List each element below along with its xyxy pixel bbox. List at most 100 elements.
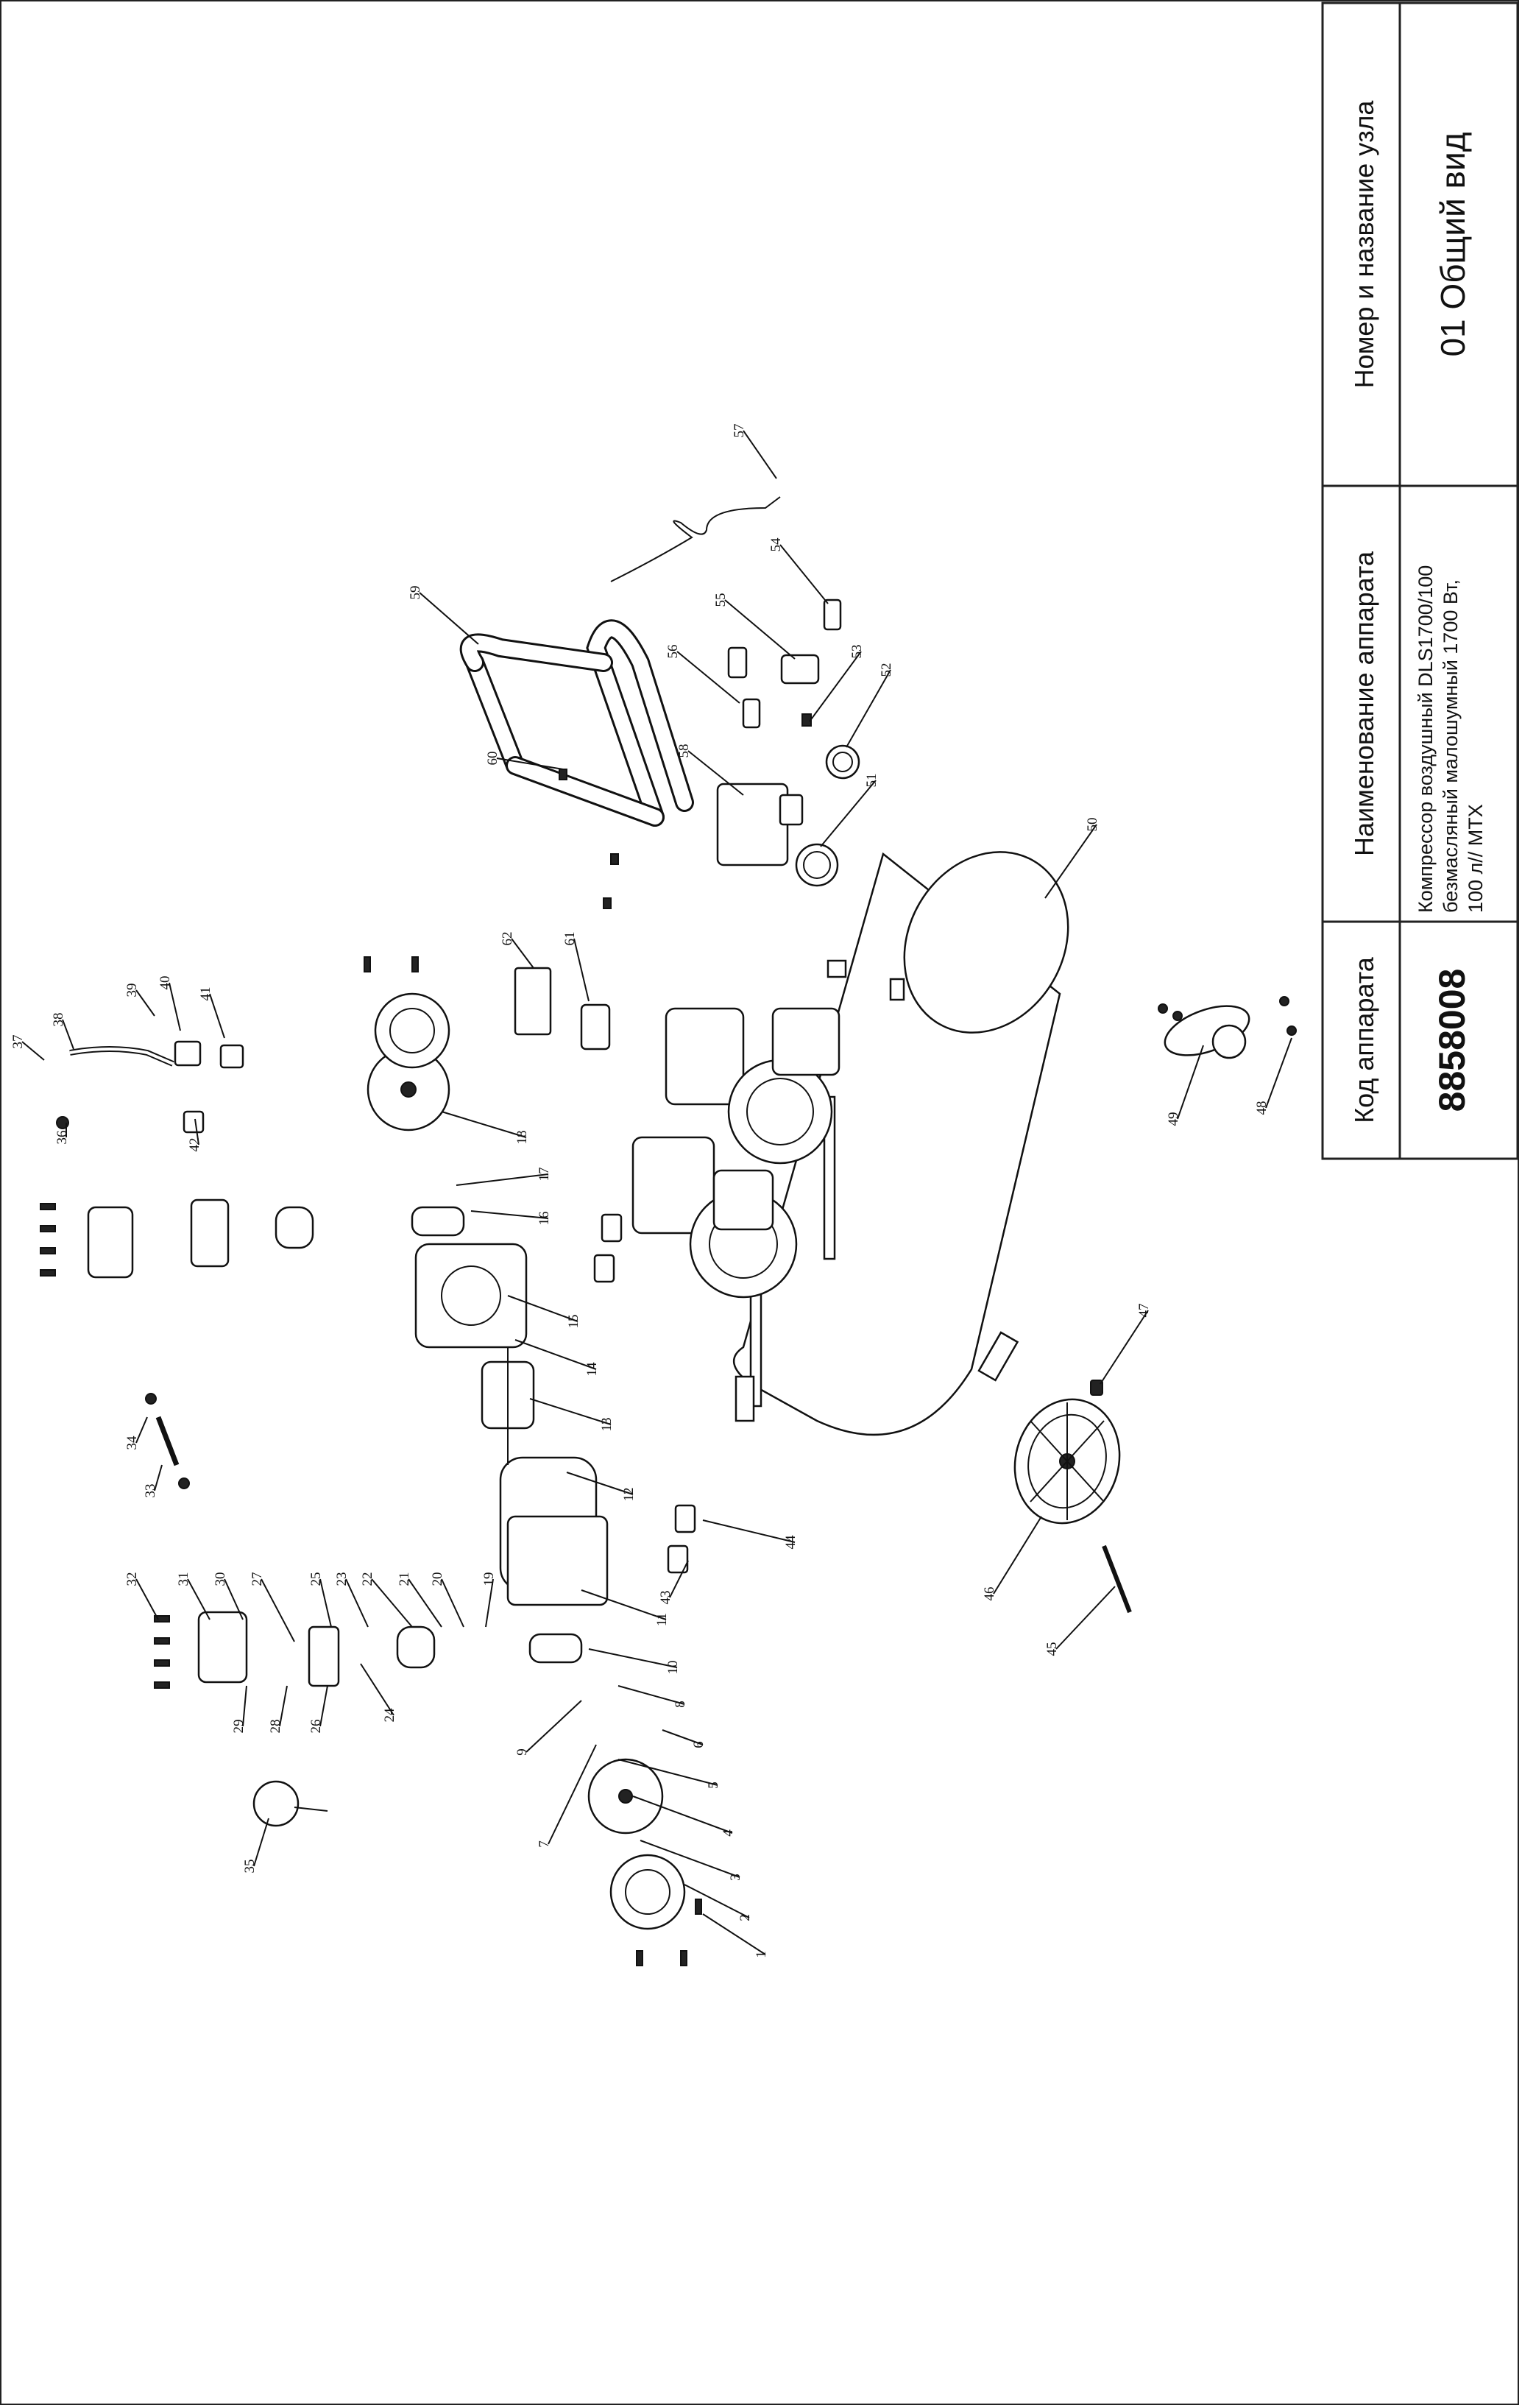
callout-52: 52 bbox=[846, 663, 894, 748]
callout-47: 47 bbox=[1100, 1304, 1152, 1385]
callout-40: 40 bbox=[157, 976, 181, 1031]
callout-1: 1 bbox=[702, 1913, 769, 1958]
callout-39: 39 bbox=[124, 984, 155, 1017]
callout-number: 43 bbox=[658, 1591, 673, 1605]
callout-44: 44 bbox=[702, 1519, 799, 1550]
callout-number: 24 bbox=[382, 1708, 397, 1723]
callout-leader bbox=[529, 1398, 612, 1425]
callout-leader bbox=[676, 651, 740, 704]
callout-3: 3 bbox=[640, 1840, 743, 1881]
callout-leader bbox=[187, 1578, 210, 1620]
callout-number: 33 bbox=[143, 1484, 158, 1498]
callout-number: 53 bbox=[849, 645, 865, 659]
callout-43: 43 bbox=[658, 1560, 689, 1605]
callout-number: 5 bbox=[706, 1782, 721, 1789]
callout-leader bbox=[194, 1118, 199, 1145]
callout-leader bbox=[456, 1173, 549, 1186]
callout-number: 16 bbox=[537, 1212, 552, 1226]
callout-number: 44 bbox=[783, 1535, 799, 1550]
title-block: Код аппарата 8858008 Наименование аппара… bbox=[1321, 1, 1519, 1160]
callout-33: 33 bbox=[143, 1464, 163, 1498]
unit-value: 01 Общий вид bbox=[1434, 132, 1472, 356]
fan-cover-right bbox=[609, 1854, 686, 1930]
callout-leader bbox=[809, 651, 862, 722]
callout-number: 40 bbox=[157, 976, 173, 990]
callout-18: 18 bbox=[441, 1111, 530, 1145]
callout-number: 54 bbox=[768, 537, 784, 552]
callout-46: 46 bbox=[982, 1516, 1042, 1601]
callout-14: 14 bbox=[514, 1339, 600, 1377]
callout-leader bbox=[21, 1041, 45, 1061]
callout-leader bbox=[743, 430, 777, 479]
callout-leader bbox=[135, 989, 155, 1017]
callout-number: 1 bbox=[754, 1951, 769, 1958]
callout-54: 54 bbox=[768, 537, 829, 604]
name-header: Наименование аппарата bbox=[1349, 551, 1379, 856]
callout-11: 11 bbox=[581, 1589, 670, 1626]
callout-leader bbox=[470, 1210, 549, 1219]
callout-leader bbox=[224, 1578, 244, 1620]
callout-59: 59 bbox=[408, 586, 479, 645]
callout-layer: 1234567891011121314151617181920212223242… bbox=[10, 424, 1292, 1958]
callout-number: 8 bbox=[673, 1701, 688, 1708]
callout-31: 31 bbox=[176, 1572, 210, 1620]
callout-number: 30 bbox=[213, 1572, 228, 1586]
valve-plates bbox=[190, 1198, 340, 1687]
callout-leader bbox=[441, 1578, 464, 1628]
callout-leader bbox=[1044, 824, 1097, 899]
callout-35: 35 bbox=[242, 1818, 269, 1874]
callout-number: 34 bbox=[124, 1436, 140, 1450]
callout-number: 11 bbox=[654, 1613, 670, 1626]
cylinders bbox=[275, 1206, 436, 1669]
callout-51: 51 bbox=[820, 774, 879, 847]
callout-34: 34 bbox=[124, 1416, 148, 1450]
callout-leader bbox=[1100, 1310, 1149, 1385]
handle bbox=[459, 619, 694, 827]
callout-16: 16 bbox=[470, 1210, 552, 1226]
callout-leader bbox=[1055, 1586, 1116, 1650]
callout-number: 31 bbox=[176, 1572, 191, 1586]
code-value: 8858008 bbox=[1431, 969, 1473, 1112]
callout-number: 22 bbox=[360, 1572, 375, 1586]
callout-number: 37 bbox=[10, 1035, 26, 1049]
callout-number: 15 bbox=[566, 1315, 581, 1329]
callout-61: 61 bbox=[562, 932, 590, 1002]
callout-leader bbox=[573, 938, 590, 1002]
callout-6: 6 bbox=[662, 1729, 707, 1748]
callout-number: 2 bbox=[737, 1914, 753, 1921]
callout-12: 12 bbox=[566, 1472, 637, 1502]
callout-number: 12 bbox=[621, 1488, 637, 1502]
callout-leader bbox=[62, 1019, 74, 1050]
callout-leader bbox=[485, 1578, 494, 1628]
callout-30: 30 bbox=[213, 1572, 244, 1620]
callout-leader bbox=[993, 1516, 1042, 1595]
callout-7: 7 bbox=[537, 1744, 597, 1848]
callout-number: 14 bbox=[584, 1362, 600, 1377]
fan-left bbox=[367, 1048, 450, 1131]
callout-number: 45 bbox=[1044, 1642, 1060, 1656]
name-line-2: безмасляный малошумный 1700 Вт, bbox=[1440, 579, 1462, 913]
callout-26: 26 bbox=[308, 1685, 328, 1734]
callout-49: 49 bbox=[1166, 1045, 1204, 1126]
callout-leader bbox=[1265, 1037, 1292, 1109]
callout-number: 32 bbox=[124, 1572, 140, 1586]
callout-leader bbox=[419, 592, 479, 645]
motor-rotor bbox=[481, 1347, 535, 1465]
callout-leader bbox=[319, 1685, 328, 1727]
callout-2: 2 bbox=[684, 1884, 753, 1921]
callout-number: 13 bbox=[599, 1418, 615, 1432]
capacitors bbox=[514, 967, 611, 1051]
callout-leader bbox=[632, 1796, 733, 1834]
callout-leader bbox=[548, 1744, 597, 1845]
callout-19: 19 bbox=[481, 1572, 497, 1628]
code-header: Код аппарата bbox=[1349, 956, 1379, 1123]
callout-leader bbox=[702, 1519, 796, 1543]
callout-leader bbox=[408, 1578, 442, 1628]
callout-leader bbox=[1177, 1045, 1204, 1120]
pressure-switch bbox=[716, 783, 804, 866]
caster-wheel bbox=[1158, 996, 1297, 1059]
callout-leader bbox=[154, 1464, 163, 1491]
crankcase-left bbox=[414, 1243, 528, 1349]
callout-number: 9 bbox=[514, 1748, 530, 1756]
